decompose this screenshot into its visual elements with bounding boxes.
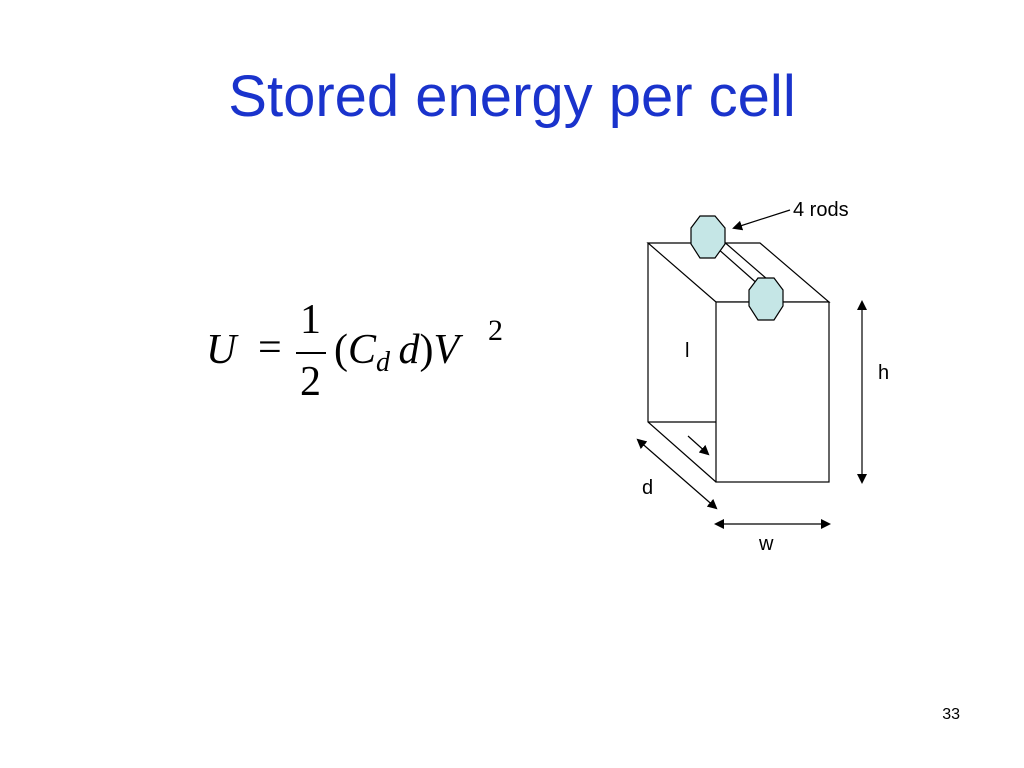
rods-pointer-arrow xyxy=(732,209,791,231)
small-diagonal-arrow xyxy=(687,435,710,456)
height-label: h xyxy=(878,362,890,384)
formula-length: d xyxy=(398,327,420,373)
depth-arrow xyxy=(636,438,718,510)
formula-open-paren: ( xyxy=(334,327,348,373)
cell-box-drawing xyxy=(636,209,867,529)
rod-back xyxy=(690,215,726,259)
energy-formula: U = 1 2 (Cd d)V 2 xyxy=(200,296,520,416)
slide-title: Stored energy per cell xyxy=(228,64,796,129)
formula-fraction-numerator: 1 xyxy=(300,297,321,343)
rods-label: 4 rods xyxy=(793,199,849,221)
cell-box xyxy=(646,239,831,483)
formula-capacitance: C xyxy=(348,327,377,373)
cell-diagram: 4 rods l h d w xyxy=(620,190,920,570)
formula-voltage: V xyxy=(433,327,460,373)
formula-fraction-denominator: 2 xyxy=(300,359,321,405)
page-number: 33 xyxy=(942,706,960,723)
formula-equals-sign: = xyxy=(258,325,282,371)
rod-front xyxy=(748,277,784,321)
formula-product: (Cd d)V xyxy=(334,326,459,379)
box-front-face xyxy=(715,301,830,483)
formula-exponent: 2 xyxy=(488,314,503,347)
width-label: w xyxy=(759,533,774,555)
box-top-face xyxy=(646,242,831,303)
depth-label: d xyxy=(642,477,654,499)
formula-fraction-bar xyxy=(296,352,326,354)
length-label: l xyxy=(685,340,690,362)
formula-capacitance-subscript: d xyxy=(376,347,391,378)
formula-energy-symbol: U xyxy=(206,327,237,373)
formula-close-paren: ) xyxy=(419,327,434,373)
